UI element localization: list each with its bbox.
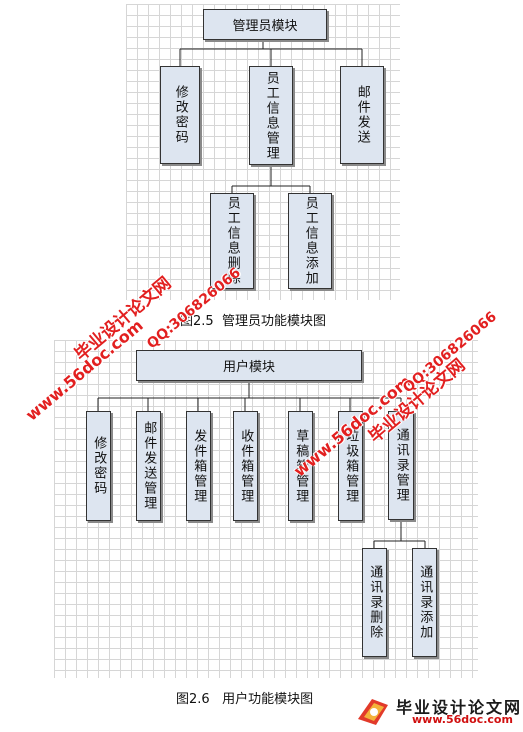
user-child-trash-management: 垃圾箱管理 [338, 411, 363, 521]
site-logo: 毕业设计论文网 www.56doc.com [350, 694, 520, 728]
admin-child-change-password: 修改密码 [160, 66, 200, 164]
connector-d2-root [97, 381, 402, 411]
connector-d2-sub [373, 520, 426, 548]
admin-child-employee-management: 员工信息管理 [249, 66, 293, 165]
user-child-send-mail-management: 邮件发送管理 [136, 411, 161, 521]
user-child-inbox-management: 收件箱管理 [233, 411, 258, 521]
connector-d1-root [179, 40, 363, 66]
admin-child-send-mail: 邮件发送 [340, 66, 384, 164]
user-child-change-password: 修改密码 [86, 411, 111, 521]
figure-caption-2-6: 图2.6 用户功能模块图 [176, 692, 314, 707]
user-sub-contacts-add: 通讯录添加 [412, 548, 437, 657]
logo-emblem-icon [358, 699, 388, 725]
admin-sub-employee-delete: 员工信息删除 [210, 193, 254, 289]
user-sub-contacts-delete: 通讯录删除 [362, 548, 387, 657]
user-child-contacts-management: 通讯录管理 [388, 411, 414, 520]
user-child-outbox-management: 发件箱管理 [186, 411, 211, 521]
figure-caption-2-5: 图2.5 管理员功能模块图 [180, 314, 326, 329]
user-child-drafts-management: 草稿箱管理 [288, 411, 313, 521]
logo-site-name: 毕业设计论文网 [396, 698, 523, 717]
user-module-root: 用户模块 [136, 350, 362, 381]
admin-sub-employee-add: 员工信息添加 [288, 193, 332, 289]
logo-url: www.56doc.com [412, 713, 513, 726]
connector-d1-sub [231, 165, 311, 193]
admin-module-root: 管理员模块 [203, 9, 327, 40]
